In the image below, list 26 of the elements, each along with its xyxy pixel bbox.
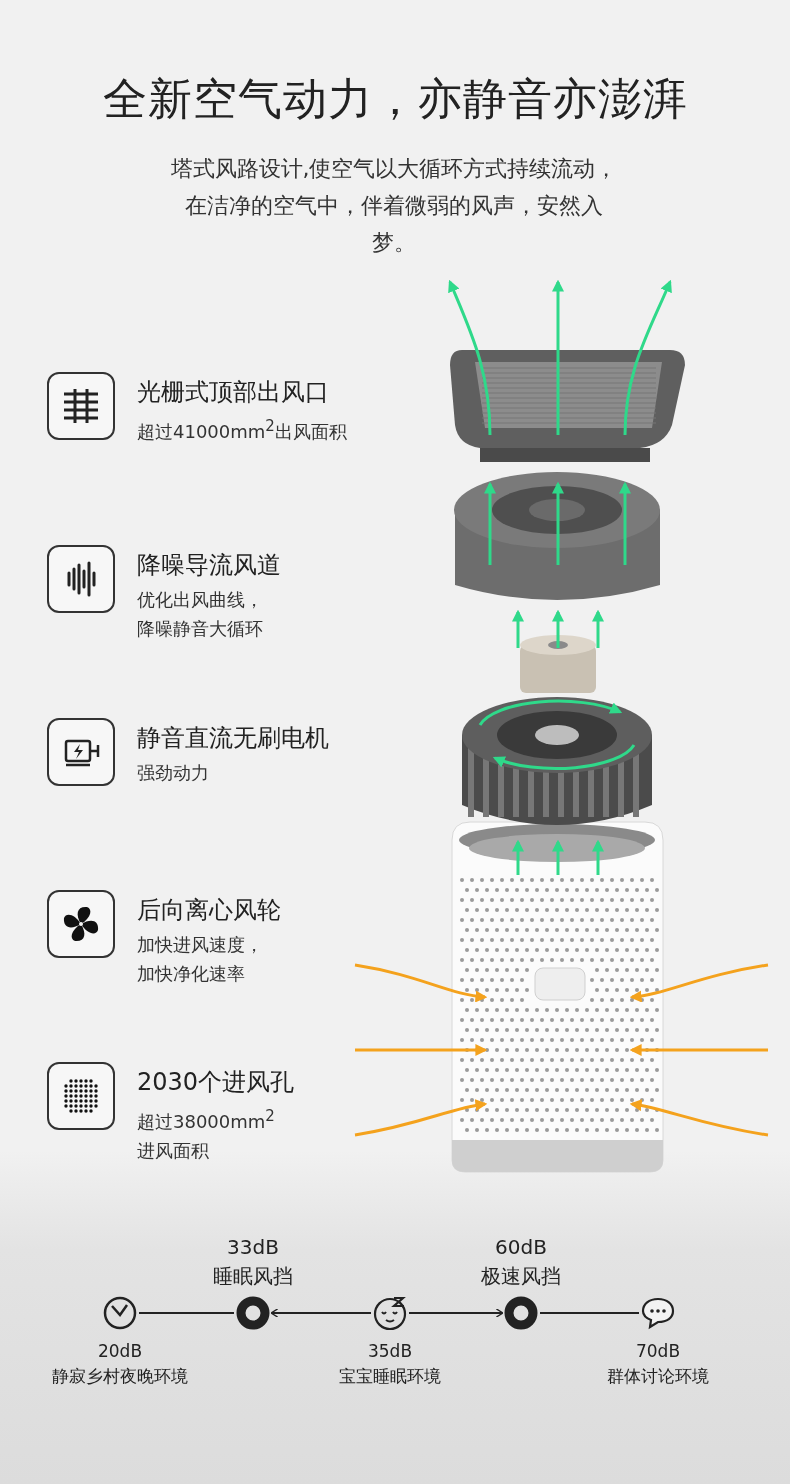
scene-label: 极速风挡: [480, 1263, 562, 1290]
connector-line: [539, 1312, 640, 1314]
decibel-value: 20dB: [96, 1340, 144, 1363]
feature-description: 加快进风速度，加快净化速率: [137, 933, 264, 986]
feature-title: 后向离心风轮: [137, 895, 281, 926]
scene-label: 静寂乡村夜晚环境: [51, 1365, 189, 1388]
arrow: [408, 1308, 504, 1318]
feature-description: 强劲动力: [137, 761, 210, 785]
feature-title: 降噪导流风道: [137, 550, 281, 581]
scene-label: 睡眠风挡: [212, 1263, 294, 1290]
subtitle: 塔式风路设计,使空气以大循环方式持续流动，在洁净的空气中，伴着微弱的风声，安然入梦。: [169, 155, 619, 257]
feature-title: 2030个进风孔: [137, 1067, 295, 1098]
decibel-value: 60dB: [494, 1234, 548, 1261]
feature-description: 优化出风曲线，降噪静音大循环: [137, 588, 264, 641]
feature-title: 静音直流无刷电机: [137, 723, 329, 754]
decibel-value: 35dB: [366, 1340, 414, 1363]
scene-label: 宝宝睡眠环境: [338, 1365, 442, 1388]
feature-description: 超过41000mm$^{2}$出风面积: [137, 416, 348, 444]
feature-description: 超过38000mm$^{2}$进风面积: [137, 1106, 276, 1163]
arrow: [270, 1308, 372, 1318]
decibel-value: 33dB: [226, 1234, 280, 1261]
title: 全新空气动力，亦静音亦澎湃: [101, 72, 689, 126]
feature-title: 光栅式顶部出风口: [137, 377, 329, 408]
scene-label: 群体讨论环境: [606, 1365, 710, 1388]
connector-line: [138, 1312, 235, 1314]
decibel-value: 70dB: [634, 1340, 682, 1363]
